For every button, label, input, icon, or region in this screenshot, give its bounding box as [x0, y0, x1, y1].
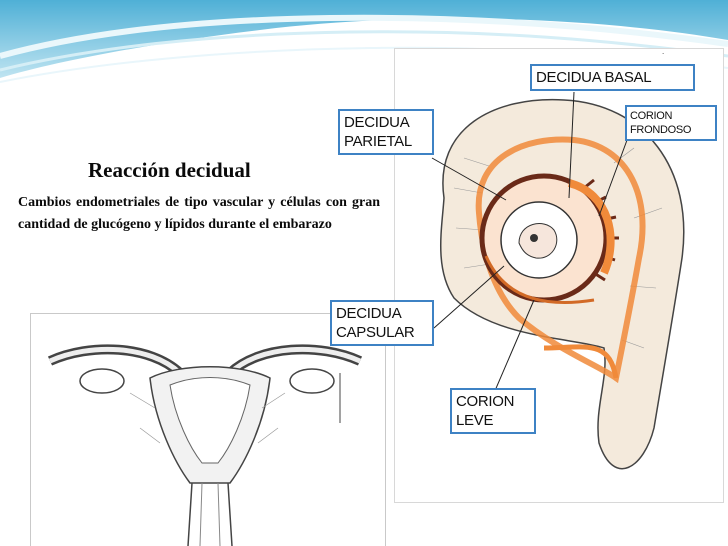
svg-text:.: . [662, 48, 664, 56]
slide-description: Cambios endometriales de tipo vascular y… [18, 195, 380, 232]
label-corion-leve: CORION LEVE [450, 388, 536, 434]
label-decidua-basal: DECIDUA BASAL [530, 64, 695, 91]
header-banner [0, 0, 728, 83]
label-corion-frondoso: CORION FRONDOSO [625, 105, 717, 141]
slide-title: Reacción decidual [88, 158, 251, 182]
uterus-fallopian-figure [30, 313, 386, 546]
label-decidua-capsular: DECIDUA CAPSULAR [330, 300, 434, 346]
decidual-uterus-figure: . [394, 48, 724, 503]
label-decidua-parietal: DECIDUA PARIETAL [338, 109, 434, 155]
